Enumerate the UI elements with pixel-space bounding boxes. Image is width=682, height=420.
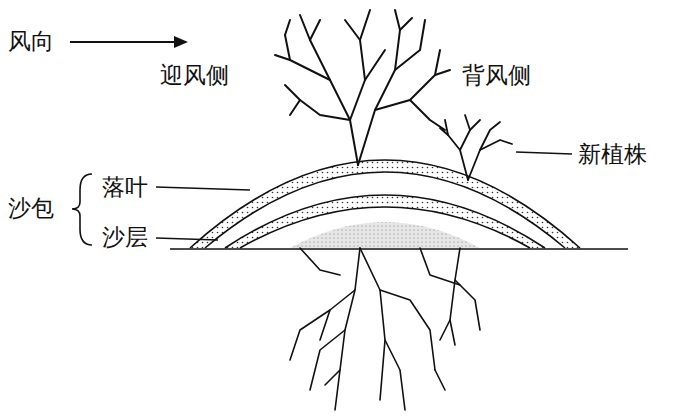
part-label: 沙包 bbox=[8, 197, 54, 220]
leader-line bbox=[156, 187, 250, 190]
side-label: 迎风侧 bbox=[160, 64, 229, 87]
main-plant bbox=[275, 10, 450, 165]
leader-line bbox=[516, 152, 572, 154]
part-label: 落叶 bbox=[102, 176, 148, 199]
part-label: 沙层 bbox=[102, 226, 148, 249]
side-label: 背风侧 bbox=[462, 64, 531, 87]
part-label: 新植株 bbox=[578, 143, 647, 166]
wind-label: 风向 bbox=[8, 30, 54, 53]
sand-mound bbox=[170, 160, 628, 249]
wind-arrow bbox=[70, 36, 188, 48]
brace bbox=[72, 174, 92, 245]
new-plant bbox=[440, 115, 512, 180]
leader-line bbox=[156, 238, 218, 240]
plant-roots bbox=[290, 248, 480, 410]
